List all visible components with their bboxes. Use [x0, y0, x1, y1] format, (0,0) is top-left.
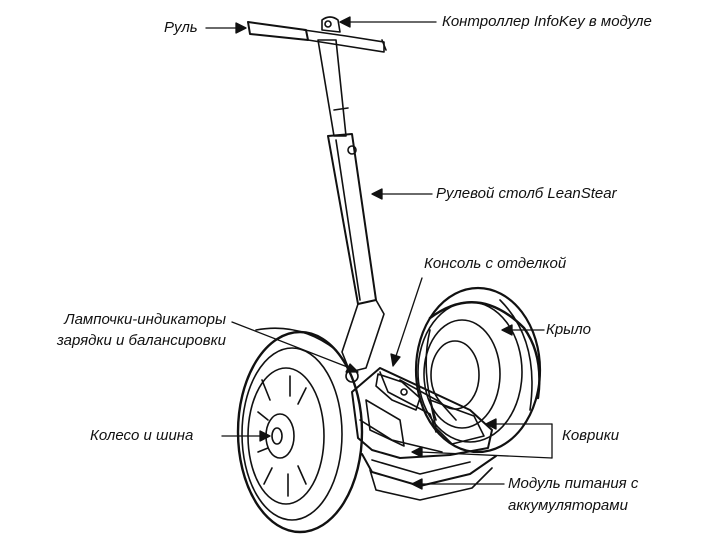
label-mats: Коврики [562, 427, 620, 444]
label-fender: Крыло [546, 321, 592, 338]
label-console: Консоль с отделкой [424, 255, 567, 272]
handlebar-illustration [247, 16, 387, 53]
steering-column-illustration [317, 39, 385, 373]
label-handlebar: Руль [164, 19, 198, 36]
label-indicator-lights-line2: зарядки и балансировки [56, 332, 226, 349]
label-wheel-and-tire: Колесо и шина [90, 427, 194, 444]
label-indicator-lights-line1: Лампочки-индикаторы [64, 311, 226, 328]
label-power-module-line2: аккумуляторами [508, 497, 628, 514]
front-wheel-illustration [236, 327, 364, 534]
fender-illustration [428, 301, 541, 400]
label-infokey-controller: Контроллер InfoKey в модуле [442, 13, 652, 30]
label-leansteer-column: Рулевой столб LeanStear [436, 185, 617, 202]
label-power-module-line1: Модуль питания с [508, 475, 639, 492]
platform-illustration [351, 367, 497, 501]
leader-lines [205, 16, 553, 490]
